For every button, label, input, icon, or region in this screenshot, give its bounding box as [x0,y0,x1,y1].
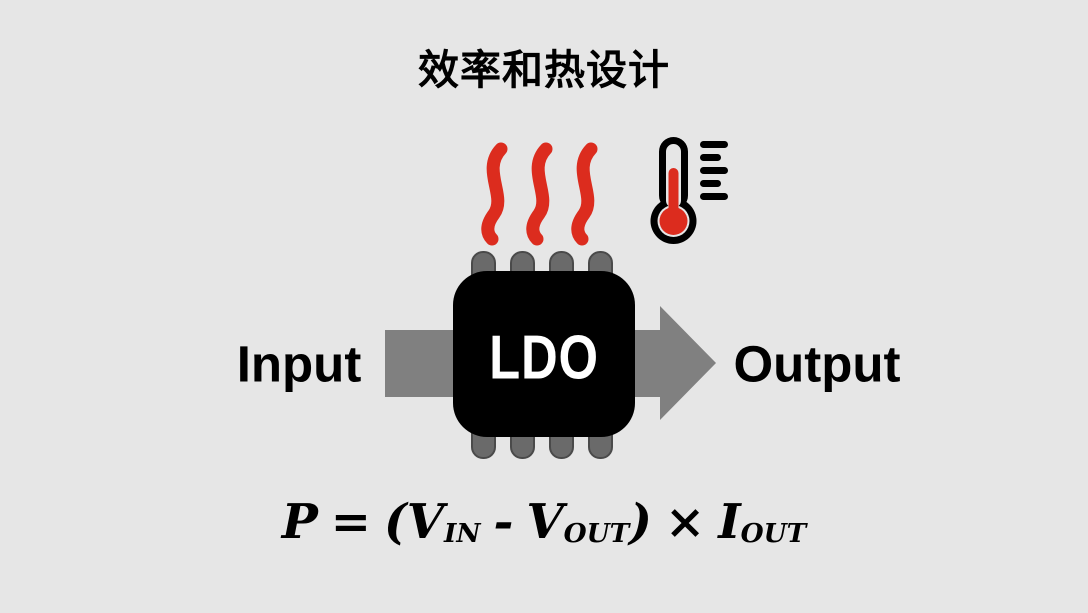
scale-mark [700,193,728,200]
thermometer-mercury-bulb [659,207,688,235]
scale-mark [700,154,721,161]
formula-close-paren: ) [629,494,652,550]
formula-i-out-subscript: OUT [740,518,807,550]
page-title: 效率和热设计 [418,47,670,93]
scale-mark [700,141,728,148]
output-label: Output [733,335,901,393]
heat-waves-icon [481,142,598,246]
formula-v-in-subscript: IN [443,518,481,550]
ldo-chip-body [453,271,635,437]
formula-equals: = [330,494,371,550]
heat-wave-squiggle [481,142,508,246]
formula-v-out: V [526,494,564,550]
chip-label: LDO [489,323,599,393]
formula-v-out-subscript: OUT [563,518,630,550]
formula-open-paren: ( [384,494,407,550]
formula-p: P [281,494,318,550]
heat-wave-squiggle [571,142,598,246]
formula-times: × [664,494,706,550]
thermometer-mercury-stem [668,168,679,218]
scale-mark [700,180,721,187]
heat-wave-squiggle [526,142,553,246]
power-dissipation-formula: P=(VIN-VOUT)×IOUT [0,494,1088,550]
formula-minus: - [493,494,514,550]
thermometer-scale-marks [700,141,728,200]
formula-i-out: I [718,494,741,550]
input-label: Input [236,335,362,393]
scale-mark [700,167,728,174]
formula-v-in: V [406,494,444,550]
thermometer-icon [650,137,728,244]
